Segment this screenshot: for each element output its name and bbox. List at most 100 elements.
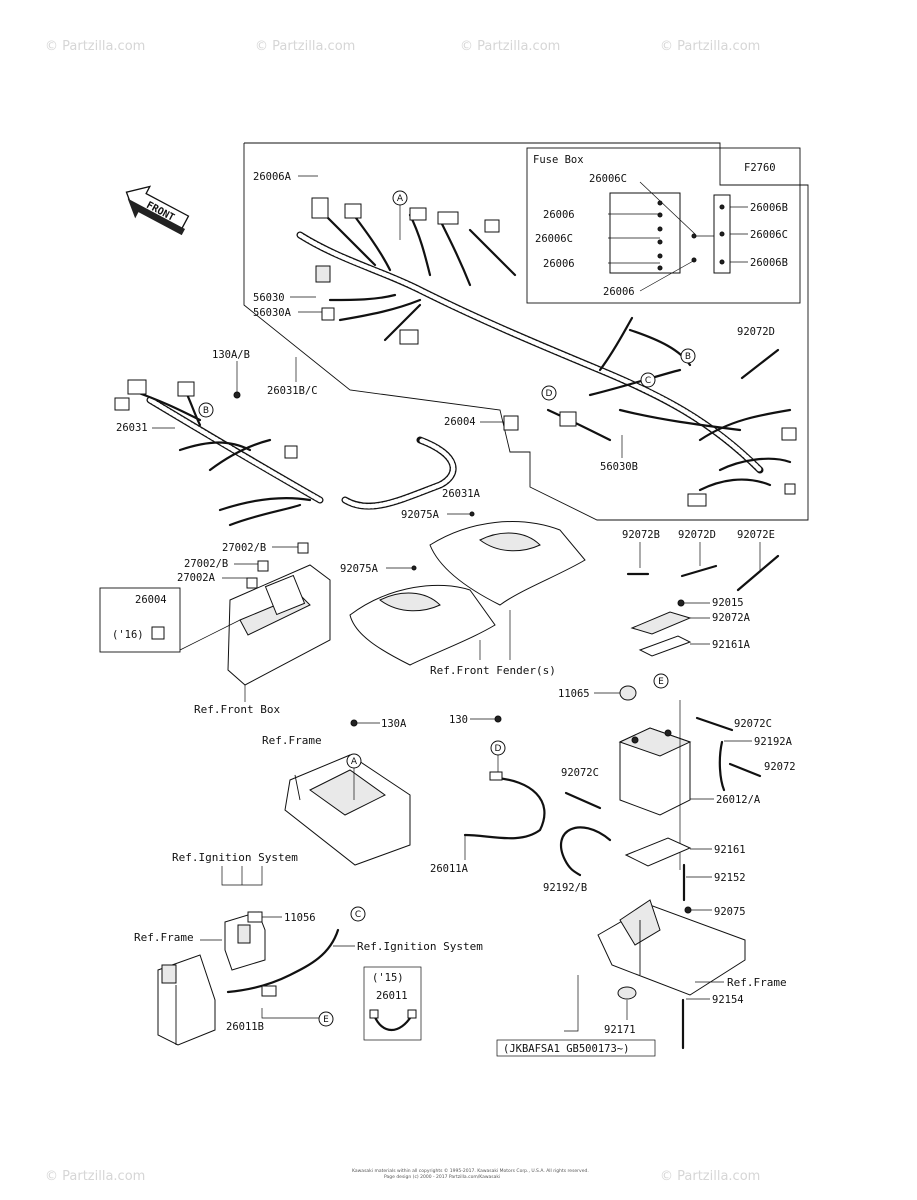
callout-92075: 92075 bbox=[714, 906, 746, 918]
callout-92015: 92015 bbox=[712, 597, 744, 609]
watermark: © Partzilla.com bbox=[660, 39, 760, 54]
callout-26006: 26006 bbox=[543, 258, 575, 270]
callout-26006C: 26006C bbox=[750, 229, 788, 241]
front-fenders bbox=[349, 521, 586, 666]
svg-text:A: A bbox=[351, 757, 358, 767]
callout-92154: 92154 bbox=[712, 994, 744, 1006]
watermarks: © Partzilla.com © Partzilla.com © Partzi… bbox=[45, 39, 760, 1184]
callout-130: 130 bbox=[449, 714, 468, 726]
callout-26011A: 26011A bbox=[430, 863, 469, 875]
callout-26006B: 26006B bbox=[750, 202, 788, 214]
callout-26011: 26011 bbox=[376, 990, 408, 1002]
copyright-footer: Kawasaki materials within all copyrights… bbox=[352, 1167, 589, 1174]
svg-text:D: D bbox=[495, 744, 502, 754]
fuse-box-title: Fuse Box bbox=[533, 154, 584, 166]
watermark: © Partzilla.com bbox=[460, 39, 560, 54]
copyright-footer: Page design (c) 2000 - 2017 Partzilla.co… bbox=[384, 1174, 500, 1180]
battery-tray bbox=[597, 899, 746, 996]
svg-text:E: E bbox=[323, 1015, 329, 1025]
circle-marker: E bbox=[653, 673, 669, 689]
callout-130A-B: 130A/B bbox=[212, 349, 250, 361]
svg-text:B: B bbox=[203, 406, 209, 416]
svg-text:A: A bbox=[397, 194, 404, 204]
ref-front-box: Ref.Front Box bbox=[194, 703, 280, 716]
svg-text:B: B bbox=[685, 352, 691, 362]
callout-92072C: 92072C bbox=[734, 718, 772, 730]
callout-92072B: 92072B bbox=[622, 529, 660, 541]
callout-56030B: 56030B bbox=[600, 461, 638, 473]
circle-marker: E bbox=[318, 1011, 334, 1027]
frame-section bbox=[157, 954, 216, 1046]
svg-text:E: E bbox=[658, 677, 664, 687]
callout-92171: 92171 bbox=[604, 1024, 636, 1036]
ref-frame: Ref.Frame bbox=[727, 976, 787, 989]
front-arrow: FRONT bbox=[125, 185, 190, 236]
watermark: © Partzilla.com bbox=[255, 39, 355, 54]
callout-92161A: 92161A bbox=[712, 639, 751, 651]
year-label-2015: ('15) bbox=[372, 972, 404, 984]
callout-26006C: 26006C bbox=[535, 233, 573, 245]
year-label-2016: ('16) bbox=[112, 629, 144, 641]
circle-marker: A bbox=[392, 190, 408, 206]
callout-26011B: 26011B bbox=[226, 1021, 264, 1033]
frame-section bbox=[284, 754, 411, 866]
callout-92072: 92072 bbox=[764, 761, 796, 773]
serial-range: (JKBAFSA1 GB500173~) bbox=[503, 1043, 629, 1055]
circle-marker: D bbox=[541, 385, 557, 401]
callout-26006C: 26006C bbox=[589, 173, 627, 185]
callout-56030: 56030 bbox=[253, 292, 285, 304]
callout-26006: 26006 bbox=[603, 286, 635, 298]
watermark: © Partzilla.com bbox=[45, 39, 145, 54]
ref-front-fenders: Ref.Front Fender(s) bbox=[430, 664, 556, 677]
callout-92075A: 92075A bbox=[340, 563, 379, 575]
main-harness bbox=[296, 197, 797, 507]
callout-92072D: 92072D bbox=[737, 326, 775, 338]
callout-26006: 26006 bbox=[543, 209, 575, 221]
battery bbox=[618, 727, 692, 816]
callout-27002A: 27002A bbox=[177, 572, 216, 584]
callout-26004: 26004 bbox=[135, 594, 167, 606]
circle-marker: B bbox=[680, 348, 696, 364]
circle-marker: B bbox=[198, 402, 214, 418]
callout-26006A: 26006A bbox=[253, 171, 292, 183]
callout-92072A: 92072A bbox=[712, 612, 751, 624]
callout-11065: 11065 bbox=[558, 688, 590, 700]
svg-text:C: C bbox=[645, 376, 651, 386]
callout-26006B: 26006B bbox=[750, 257, 788, 269]
callout-92075A: 92075A bbox=[401, 509, 440, 521]
callout-26004: 26004 bbox=[444, 416, 476, 428]
callout-92192-B: 92192/B bbox=[543, 882, 587, 894]
watermark: © Partzilla.com bbox=[45, 1169, 145, 1184]
callout-92072C: 92072C bbox=[561, 767, 599, 779]
callout-26012-A: 26012/A bbox=[716, 794, 761, 806]
callout-26031A: 26031A bbox=[442, 488, 481, 500]
front-box bbox=[227, 564, 331, 702]
circle-marker: C bbox=[350, 906, 366, 922]
callout-92152: 92152 bbox=[714, 872, 746, 884]
callout-130A: 130A bbox=[381, 718, 407, 730]
ref-ignition-system: Ref.Ignition System bbox=[172, 851, 298, 864]
svg-text:D: D bbox=[546, 389, 553, 399]
callout-92161: 92161 bbox=[714, 844, 746, 856]
callout-box-2016 bbox=[99, 587, 181, 653]
callout-26031: 26031 bbox=[116, 422, 148, 434]
fuse-box-panel: Fuse Box F2760 26006C 26006 26006C 26006… bbox=[526, 147, 801, 304]
circle-marker: C bbox=[640, 372, 656, 388]
ref-frame: Ref.Frame bbox=[262, 734, 322, 747]
callout-92072D: 92072D bbox=[678, 529, 716, 541]
watermark: © Partzilla.com bbox=[660, 1169, 760, 1184]
svg-text:C: C bbox=[355, 910, 361, 920]
callout-92192A: 92192A bbox=[754, 736, 793, 748]
callout-27002B: 27002/B bbox=[222, 542, 266, 554]
diagram-code: F2760 bbox=[744, 162, 776, 174]
fuse-slots bbox=[657, 200, 697, 271]
circle-marker: A bbox=[346, 753, 362, 769]
harness-group-outline bbox=[243, 142, 809, 521]
sub-harness-26031 bbox=[114, 379, 324, 527]
callout-92072E: 92072E bbox=[737, 529, 775, 541]
ref-ignition-system: Ref.Ignition System bbox=[357, 940, 483, 953]
callout-11056: 11056 bbox=[284, 912, 316, 924]
ignition-bracket bbox=[224, 911, 266, 971]
callout-26031B-C: 26031B/C bbox=[267, 385, 318, 397]
